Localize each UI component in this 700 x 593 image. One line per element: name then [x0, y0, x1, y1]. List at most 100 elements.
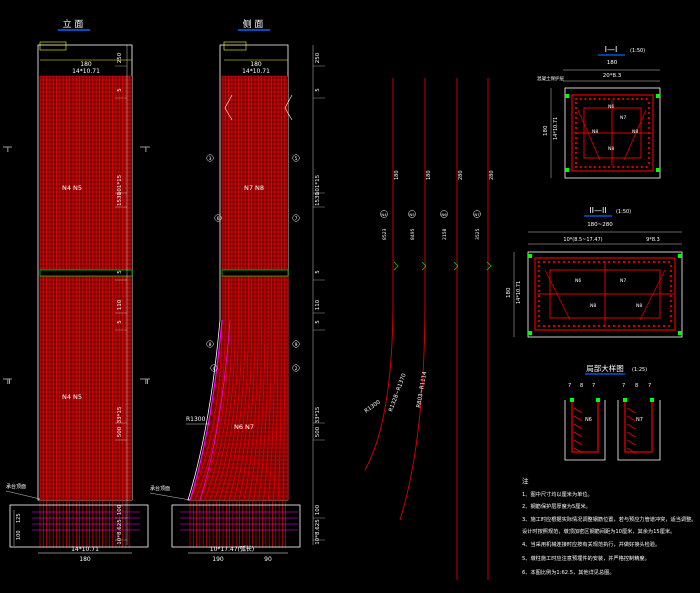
dim-label: 5: [315, 320, 321, 324]
dim-label: 250: [117, 52, 123, 63]
bar-size-label: 2158: [442, 228, 448, 240]
rebar-dot: [621, 97, 625, 101]
corner-marker: [596, 398, 600, 402]
vertical-bar: [228, 276, 249, 501]
rebar-dot: [652, 324, 656, 328]
corner-marker: [656, 168, 660, 172]
section2-scale: (1:50): [616, 209, 631, 215]
rebar-dot: [574, 111, 578, 115]
rebar-dot: [647, 136, 651, 140]
rebar-dot: [557, 260, 561, 264]
vertical-bar: [263, 276, 272, 501]
rebar-dot: [645, 97, 648, 101]
rebar-dot: [562, 324, 566, 328]
rebar-dot: [567, 324, 571, 328]
rebar-dot: [636, 165, 639, 169]
rebar-dot: [562, 260, 566, 264]
rebar-radius-1: R1300: [364, 399, 382, 414]
bar-callout-label: N4: [381, 212, 387, 217]
rebar-dot: [574, 121, 578, 125]
rebar-dot: [592, 260, 596, 264]
corner-marker: [528, 254, 532, 258]
rebar-dot: [587, 260, 591, 264]
rebar-dot: [574, 126, 578, 130]
dim-label: 5: [315, 270, 321, 274]
rebar-dot: [592, 324, 596, 328]
rebar-dot: [617, 260, 621, 264]
vertical-bar: [258, 276, 269, 501]
rebar-dot: [627, 260, 631, 264]
rebar-dot: [627, 324, 631, 328]
rebar-dot: [589, 97, 592, 101]
section2-side-dim-2: 14*10.71: [516, 281, 522, 304]
rebar-dot: [669, 319, 673, 323]
zigzag: [284, 94, 293, 121]
notes-heading: 注: [522, 476, 529, 485]
rebar-dot: [617, 97, 620, 101]
dim-label: 33*15: [315, 406, 321, 423]
callout-circle: [292, 214, 300, 222]
elevation-left-dim-2: 100: [16, 530, 22, 540]
rebar-dot: [537, 289, 541, 293]
elevation-mark-bottom-right: II: [145, 379, 149, 386]
rebar-dot: [537, 279, 541, 283]
callout-label: 4: [213, 366, 216, 372]
rebar-dot: [632, 324, 636, 328]
rebar-dot: [537, 284, 541, 288]
callout-label: 5: [295, 156, 298, 162]
section2-spacing-left: 10*(8.5~17.47): [563, 237, 602, 243]
rebar-dot: [574, 116, 578, 120]
rebar-dot: [574, 136, 578, 140]
rebar-dot: [607, 165, 611, 169]
dim-label: 250: [315, 52, 321, 63]
callout-circle: [206, 154, 214, 162]
rebar-dot: [631, 165, 634, 169]
rebar-line-label-2: 180: [426, 170, 432, 180]
rebar-line-label-1: 180: [394, 170, 400, 180]
side-column-outline: [187, 44, 289, 501]
rebar-dot: [647, 116, 651, 120]
diagonal-tie: [639, 269, 666, 321]
vertical-bar: [282, 276, 286, 501]
rebar-dot: [582, 324, 586, 328]
rebar-dot: [647, 146, 651, 150]
rebar-dot: [537, 294, 541, 298]
side-footing: [171, 504, 301, 548]
bar-size-label: 3525: [475, 228, 481, 240]
elevation-view: 立 面 180 14*10.71 N4 N5 N4 N5 I I II II 2…: [3, 18, 150, 563]
section2-spacing-right: 9*8.3: [646, 237, 660, 243]
rebar-dot: [622, 324, 626, 328]
corner-marker: [650, 398, 654, 402]
detail-scale: (1:25): [632, 367, 647, 373]
rebar-radius-2: R1328~R1370: [388, 372, 408, 412]
rebar-dot: [647, 161, 651, 165]
rebar-dot: [647, 260, 651, 264]
vertical-bar: [233, 276, 253, 501]
elevation-top-spacing: 14*10.71: [72, 68, 100, 75]
side-bottom-dim-1: 190: [212, 556, 224, 563]
rebar-dot: [574, 97, 578, 101]
dim-label: 100: [315, 504, 321, 515]
section1-side-dim-2: 14*10.71: [553, 117, 559, 140]
callout-label: 2: [295, 366, 298, 372]
callout-label: 6: [217, 216, 220, 222]
rebar-line-label-3: 280: [458, 170, 464, 180]
side-upper-label: N7 N8: [244, 184, 264, 192]
corner-marker: [656, 94, 660, 98]
rebar-dot: [637, 324, 641, 328]
diagonal-tie: [623, 109, 647, 161]
rebar-dot: [640, 97, 643, 101]
corner-marker: [678, 331, 682, 335]
dim-label: 101*15: [117, 174, 123, 195]
rebar-dot: [574, 151, 578, 155]
hook: [573, 407, 583, 414]
bar-break-mark: [486, 261, 492, 271]
rebar-dot: [612, 165, 615, 169]
bar-callout-circle: [473, 210, 481, 218]
diagonal-tie: [577, 109, 601, 161]
rebar-dot: [598, 165, 601, 169]
dim-label: 1530: [117, 192, 123, 206]
detail-dim-5: 8: [635, 383, 638, 389]
rebar-dot: [607, 260, 611, 264]
rebar-dot: [537, 274, 541, 278]
